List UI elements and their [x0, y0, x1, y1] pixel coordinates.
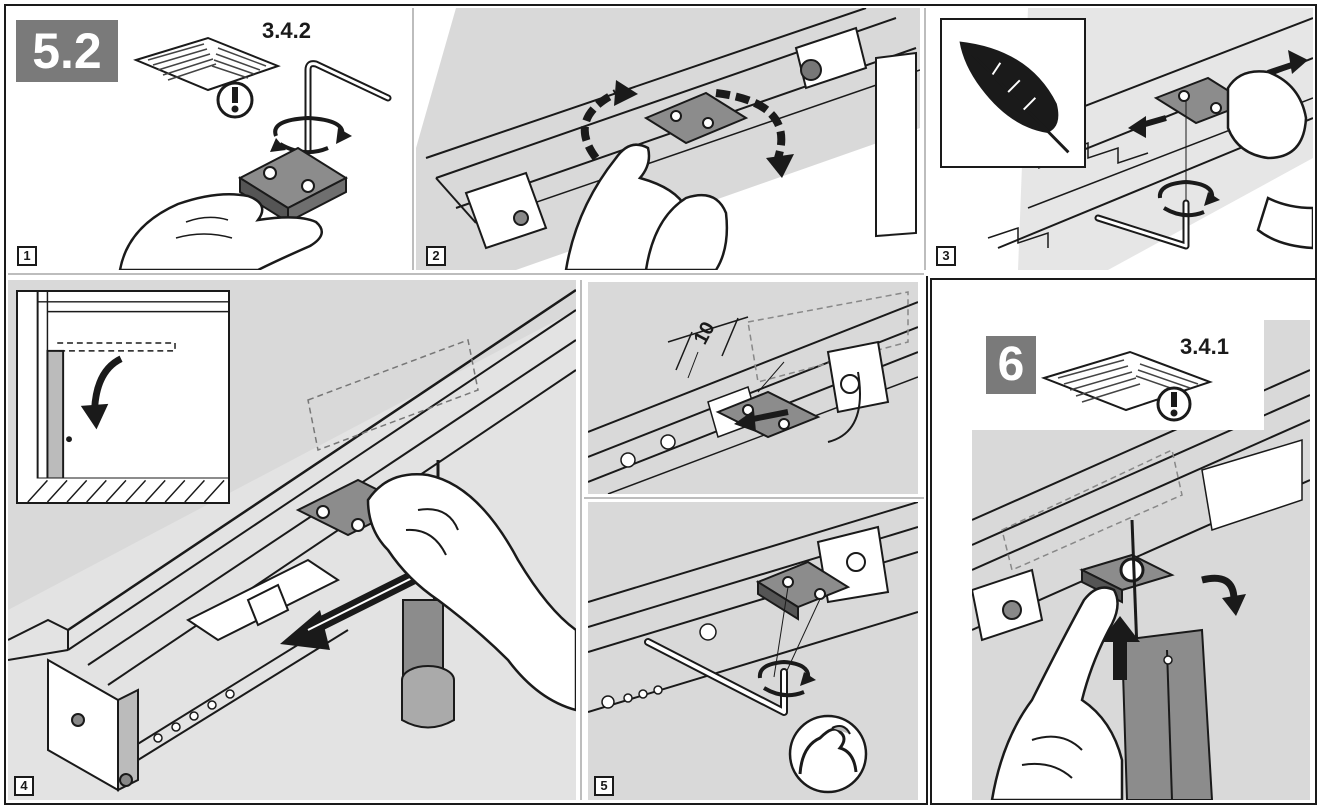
rotate-arrows-icon [580, 80, 794, 178]
exclamation-warning-icon [1156, 386, 1192, 422]
divider [580, 280, 582, 800]
main-frame [4, 4, 1317, 279]
step6-frame [930, 278, 1317, 805]
step-number-2: 2 [426, 246, 446, 266]
panel-4-drawing [8, 280, 576, 800]
rotate-arrows-icon [757, 659, 816, 698]
lower-left-frame [4, 276, 928, 805]
flexed-arm-force-icon [788, 714, 868, 794]
panel-step-4 [8, 280, 576, 800]
feather-light-force-icon [959, 41, 1070, 154]
exclamation-warning-icon [216, 81, 254, 119]
section-reference: 3.4.2 [262, 18, 311, 43]
panel-step-1 [8, 8, 408, 270]
panel-1-drawing [118, 36, 392, 270]
panel-step-3 [928, 8, 1313, 270]
section-badge: 5.2 [16, 20, 118, 82]
panel-step-6 [972, 320, 1310, 800]
divider [924, 8, 926, 270]
divider [584, 497, 924, 499]
door-inset-drawing [18, 292, 228, 502]
open-manual-icon [133, 36, 281, 92]
divider [412, 8, 414, 270]
panel-2-drawing [416, 8, 920, 270]
step-number-4: 4 [14, 776, 34, 796]
panel-5-top-drawing [588, 282, 918, 494]
step-number-5: 5 [594, 776, 614, 796]
step-number-3: 3 [936, 246, 956, 266]
feather-icon-box [940, 18, 1086, 168]
panel-step-5-top: 10 [588, 282, 918, 494]
step6-reference: 3.4.1 [1180, 334, 1229, 359]
panel-step-2 [416, 8, 920, 270]
step6-badge: 6 [986, 336, 1036, 394]
step-number-1: 1 [17, 246, 37, 266]
panel-step-5-bottom [588, 502, 918, 800]
rotate-arrows-icon [1157, 179, 1220, 218]
divider [8, 273, 924, 275]
door-inset [16, 290, 230, 504]
panel-5-bottom-drawing [588, 502, 918, 800]
